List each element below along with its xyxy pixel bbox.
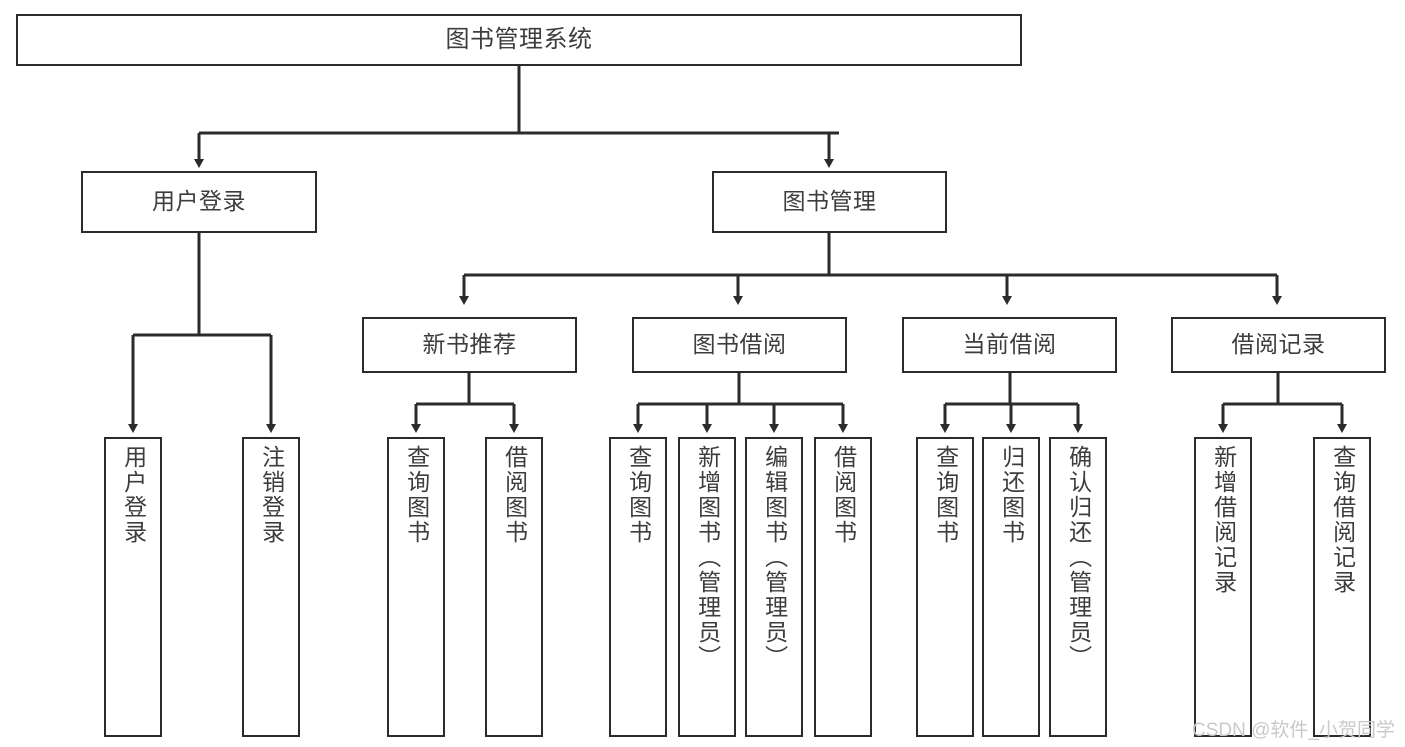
node-label: 借阅图书: [501, 445, 528, 545]
node-label: 编辑图书（管理员）: [761, 445, 788, 670]
node-label: 图书管理: [782, 188, 877, 215]
node-label: 新增借阅记录: [1210, 445, 1237, 595]
node-leaf-query-book-3[interactable]: 查询图书: [916, 437, 974, 737]
node-leaf-return-book[interactable]: 归还图书: [982, 437, 1040, 737]
node-label: 查询图书: [625, 445, 652, 545]
node-leaf-query-book-2[interactable]: 查询图书: [609, 437, 667, 737]
csdn-watermark: CSDN @软件_小贺同学: [1192, 720, 1395, 741]
node-leaf-query-book-1[interactable]: 查询图书: [387, 437, 445, 737]
node-label: 新增图书（管理员）: [694, 445, 721, 670]
node-label: 注销登录: [258, 445, 285, 545]
node-current-borrow[interactable]: 当前借阅: [902, 317, 1117, 373]
node-leaf-confirm-return[interactable]: 确认归还（管理员）: [1049, 437, 1107, 737]
node-borrow-record[interactable]: 借阅记录: [1171, 317, 1386, 373]
node-leaf-add-record[interactable]: 新增借阅记录: [1194, 437, 1252, 737]
node-leaf-user-logout[interactable]: 注销登录: [242, 437, 300, 737]
node-label: 用户登录: [152, 188, 246, 215]
node-leaf-borrow-book-1[interactable]: 借阅图书: [485, 437, 543, 737]
node-label: 查询图书: [403, 445, 430, 545]
node-book-borrow[interactable]: 图书借阅: [632, 317, 847, 373]
node-root-system[interactable]: 图书管理系统: [16, 14, 1022, 66]
node-label: 查询借阅记录: [1329, 445, 1356, 595]
node-leaf-user-login[interactable]: 用户登录: [104, 437, 162, 737]
node-label: 归还图书: [998, 445, 1025, 545]
node-label: 图书借阅: [692, 331, 787, 358]
node-label: 当前借阅: [962, 331, 1057, 358]
node-label: 新书推荐: [422, 331, 517, 358]
node-label: 借阅图书: [830, 445, 857, 545]
node-book-management[interactable]: 图书管理: [712, 171, 947, 233]
node-leaf-query-record[interactable]: 查询借阅记录: [1313, 437, 1371, 737]
node-label: 图书管理系统: [445, 25, 593, 53]
node-label: 确认归还（管理员）: [1065, 445, 1092, 670]
node-new-book-recommend[interactable]: 新书推荐: [362, 317, 577, 373]
node-leaf-edit-book[interactable]: 编辑图书（管理员）: [745, 437, 803, 737]
node-leaf-borrow-book-2[interactable]: 借阅图书: [814, 437, 872, 737]
node-label: 查询图书: [932, 445, 959, 545]
node-label: 借阅记录: [1231, 331, 1326, 358]
node-label: 用户登录: [120, 445, 147, 545]
node-leaf-add-book[interactable]: 新增图书（管理员）: [678, 437, 736, 737]
node-user-login[interactable]: 用户登录: [81, 171, 317, 233]
